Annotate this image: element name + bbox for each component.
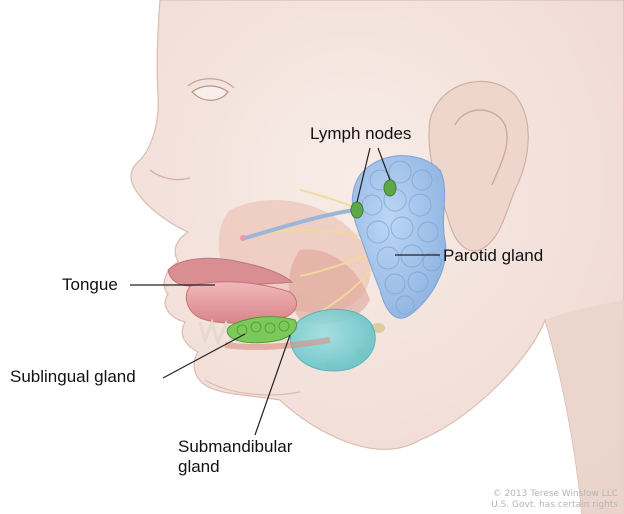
copyright-line-2: U.S. Govt. has certain rights <box>491 500 618 511</box>
sublingual-gland-label: Sublingual gland <box>10 367 136 387</box>
lymph-node-2 <box>384 180 396 196</box>
lymph-nodes-label: Lymph nodes <box>310 124 411 144</box>
lymph-node-1 <box>351 202 363 218</box>
tongue-label: Tongue <box>62 275 118 295</box>
duct-opening <box>240 235 246 241</box>
submandibular-gland-label-line1: Submandibular <box>178 437 292 457</box>
copyright-credit: © 2013 Terese Winslow LLC U.S. Govt. has… <box>491 489 618 511</box>
submandibular-gland-label-line2: gland <box>178 457 220 477</box>
neck-shading <box>545 300 624 514</box>
copyright-line-1: © 2013 Terese Winslow LLC <box>491 489 618 500</box>
submandibular-gland <box>290 309 375 371</box>
parotid-gland-label: Parotid gland <box>443 246 543 266</box>
